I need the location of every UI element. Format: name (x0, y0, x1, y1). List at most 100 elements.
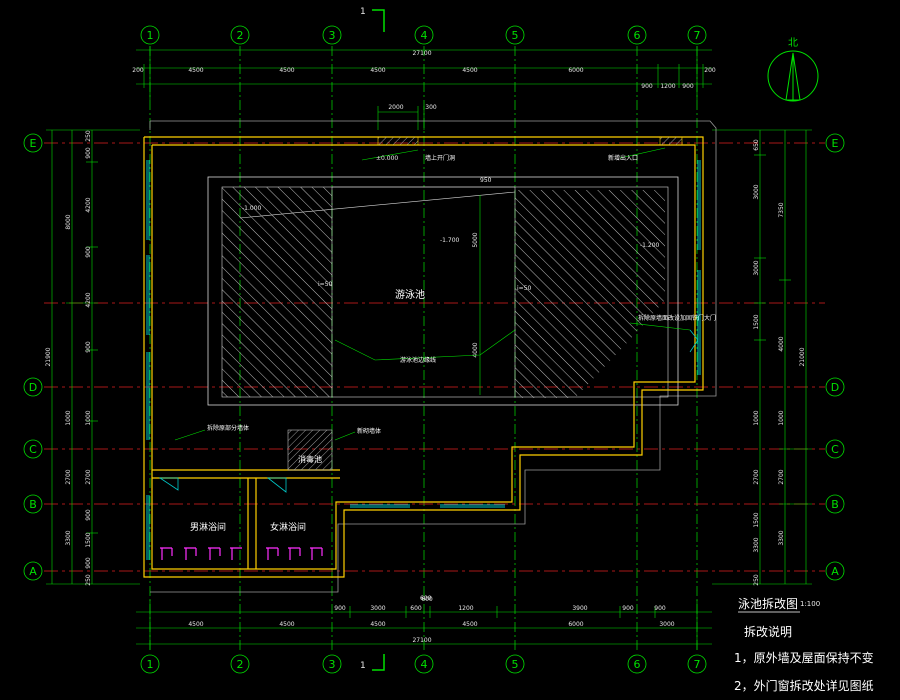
bottom-detail-7: 900 (654, 605, 666, 612)
row-axis-lines (44, 142, 825, 572)
left-part-1: 900 (85, 147, 92, 159)
bottom-dimensions (136, 600, 712, 650)
door-offset-dim: 300 (425, 104, 437, 111)
column-bubble-7: 7 (687, 25, 707, 45)
column-bubble-1-bottom: 1 (140, 654, 160, 674)
top-total-dim: 27100 (412, 50, 431, 57)
left-part-0: 250 (85, 130, 92, 142)
pool-hatch-right (515, 190, 665, 398)
bottom-span-5: 3000 (659, 621, 674, 628)
svg-text:3: 3 (329, 658, 336, 671)
column-bubble-5: 5 (505, 25, 525, 45)
top-small-dim: 950 (480, 177, 492, 184)
row-bubbles: E D C B A E D C B A (23, 133, 845, 581)
svg-text:6: 6 (634, 658, 641, 671)
notes-item-2: 2，外门窗拆改处详见图纸 (734, 678, 874, 693)
column-bubble-6-bottom: 6 (627, 654, 647, 674)
bottom-detail-4: 1200 (458, 605, 473, 612)
right-total-dim: 21000 (799, 347, 806, 366)
top-span-9: 200 (704, 67, 716, 74)
right-sub-0: 7350 (778, 202, 785, 217)
column-bubble-2: 2 (230, 25, 250, 45)
top-span-7: 1200 (660, 83, 675, 90)
top-span-2: 4500 (279, 67, 294, 74)
svg-text:1: 1 (360, 661, 366, 671)
right-sub-3: 3300 (778, 530, 785, 545)
svg-text:3: 3 (329, 29, 336, 42)
top-dimension-text: 27100 200 4500 4500 4500 4500 6000 900 1… (132, 50, 716, 111)
left-sub-2: 2700 (65, 469, 72, 484)
slope-left: i=50 (318, 281, 333, 288)
top-span-0: 200 (132, 67, 144, 74)
svg-text:B: B (29, 498, 37, 511)
left-part-9: 1500 (85, 532, 92, 547)
new-door-top (377, 136, 419, 146)
notes-heading: 拆改说明 (744, 624, 792, 639)
pool-label: 游泳池 (395, 288, 425, 301)
svg-text:北: 北 (788, 37, 798, 49)
bottom-span-2: 4500 (370, 621, 385, 628)
svg-text:1: 1 (147, 658, 154, 671)
drawing-scale: 1:100 (800, 600, 820, 608)
row-bubble-C-right: C (825, 439, 845, 459)
left-dimension-text: 21900 8000 1000 2700 3300 250 900 4200 9… (45, 130, 92, 586)
pool: 游泳池 5000 4000 -1.000 -1.700 -1.200 i=50 … (207, 176, 679, 406)
left-part-10: 900 (85, 557, 92, 569)
title-block: 泳池拆改图 1:100 拆改说明 1，原外墙及屋面保持不变 2，外门窗拆改处详见… (734, 596, 874, 693)
annotations: 墙上开门洞 ±0.000 新增出入口 拆除原墙面改设加固铁门大门 拆除原部分墙体… (174, 147, 716, 602)
column-bubbles-top: 1 2 3 4 5 6 7 (140, 25, 707, 45)
notes-item-1: 1，原外墙及屋面保持不变 (734, 650, 874, 665)
svg-text:1: 1 (360, 7, 366, 17)
bottom-span-1: 4500 (279, 621, 294, 628)
level-top: ±0.000 (376, 155, 398, 162)
left-part-3: 900 (85, 246, 92, 258)
mid-small-dim: 600 (420, 595, 432, 602)
pool-line-label: 游泳池边缘线 (400, 356, 436, 364)
svg-text:7: 7 (694, 29, 701, 42)
top-span-1: 4500 (188, 67, 203, 74)
bottom-span-4: 6000 (568, 621, 583, 628)
left-total-dim: 21900 (45, 347, 52, 366)
top-span-4: 4500 (462, 67, 477, 74)
shower-rooms: 男淋浴间 女淋浴间 (160, 521, 323, 560)
depth-dim-5000: 5000 (472, 232, 479, 247)
bottom-detail-0: 900 (334, 605, 346, 612)
left-part-2: 4200 (85, 197, 92, 212)
column-bubble-1: 1 (140, 25, 160, 45)
row-bubble-B-left: B (23, 494, 43, 514)
north-arrow: 北 (767, 37, 819, 102)
right-part-6: 1500 (753, 314, 760, 329)
new-door-right-top (659, 136, 683, 146)
level-right: -1.200 (640, 242, 660, 249)
men-shower-label: 男淋浴间 (190, 521, 226, 533)
row-bubble-A-left: A (23, 561, 43, 581)
pool-shallow-hatch-left (222, 187, 332, 397)
svg-text:4: 4 (421, 658, 428, 671)
drawing-title: 泳池拆改图 (738, 596, 798, 611)
column-bubble-6: 6 (627, 25, 647, 45)
bottom-detail-3: 600 (421, 596, 433, 603)
right-sub-2: 2700 (778, 469, 785, 484)
disinfection-pool (287, 429, 333, 471)
svg-text:E: E (832, 137, 839, 150)
right-part-3: 1000 (753, 410, 760, 425)
column-bubble-7-bottom: 7 (687, 654, 707, 674)
left-part-6: 1000 (85, 410, 92, 425)
bottom-total-dim: 27100 (412, 637, 431, 644)
bottom-detail-6: 900 (622, 605, 634, 612)
svg-text:2: 2 (237, 29, 244, 42)
svg-text:4: 4 (421, 29, 428, 42)
right-part-1: 3000 (753, 184, 760, 199)
svg-text:7: 7 (694, 658, 701, 671)
row-bubble-D-right: D (825, 377, 845, 397)
right-sub-1: 1000 (778, 410, 785, 425)
bottom-span-0: 4500 (188, 621, 203, 628)
svg-text:2: 2 (237, 658, 244, 671)
svg-text:6: 6 (634, 29, 641, 42)
right-part-0: 650 (753, 139, 760, 151)
level-center: -1.700 (440, 237, 460, 244)
top-span-3: 4500 (370, 67, 385, 74)
left-sub-3: 3300 (65, 530, 72, 545)
svg-text:5: 5 (512, 658, 519, 671)
